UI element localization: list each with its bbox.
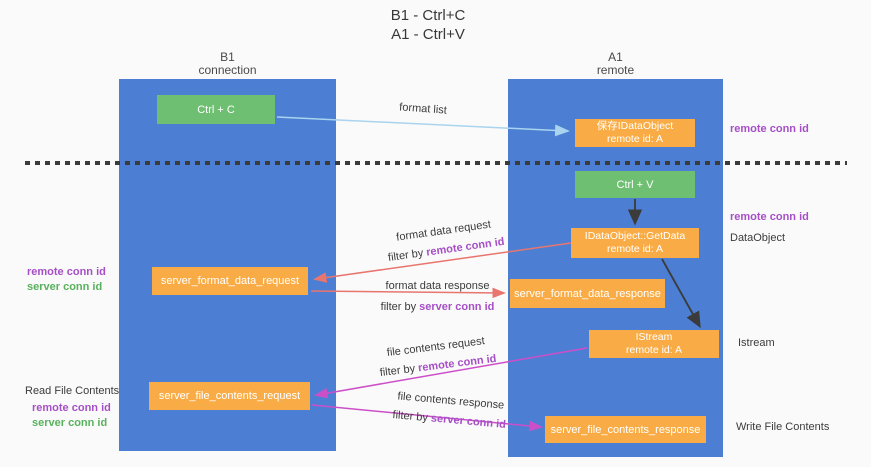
server-file-contents-response-node: server_file_contents_response bbox=[545, 416, 706, 443]
istream-remote-id: remote id: A bbox=[625, 344, 683, 356]
format-data-response-text: format data response bbox=[385, 280, 490, 292]
format-data-response-arrow bbox=[310, 287, 506, 299]
istream-title: IStream bbox=[635, 331, 673, 343]
save-idataobject-node: 保存IDataObject remote id: A bbox=[575, 119, 695, 147]
save-idataobject-remote-id: remote id: A bbox=[606, 133, 664, 145]
remote-conn-id-label-left-1: remote conn id bbox=[27, 266, 106, 278]
lane-header-a1: A1 remote bbox=[508, 51, 723, 77]
format-data-response-filter: filter by server conn id bbox=[355, 297, 520, 318]
remote-conn-id-label-top-right: remote conn id bbox=[730, 123, 809, 135]
filter-by-text: filter by bbox=[392, 409, 432, 425]
istream-node: IStream remote id: A bbox=[589, 330, 719, 358]
server-file-contents-request-node: server_file_contents_request bbox=[149, 382, 310, 410]
istream-side-label: Istream bbox=[738, 337, 775, 349]
filter-by-text: filter by bbox=[387, 246, 428, 265]
server-format-data-response-node: server_format_data_response bbox=[510, 279, 665, 308]
lane-b1-subtitle: connection bbox=[198, 63, 257, 77]
remote-conn-id-label-mid-right: remote conn id bbox=[730, 211, 809, 223]
server-conn-id-key: server conn id bbox=[419, 301, 495, 313]
lane-b1-name: B1 bbox=[220, 50, 235, 64]
server-conn-id-key: server conn id bbox=[430, 412, 507, 431]
server-conn-id-label-left-1: server conn id bbox=[27, 281, 103, 293]
title-line-2: A1 - Ctrl+V bbox=[391, 26, 465, 43]
title-line-1: B1 - Ctrl+C bbox=[390, 7, 466, 24]
getdata-remote-id: remote id: A bbox=[606, 243, 664, 255]
format-list-arrow bbox=[276, 116, 570, 137]
file-contents-request-arrow bbox=[314, 347, 588, 399]
remote-conn-id-label-left-2: remote conn id bbox=[32, 402, 111, 414]
server-format-data-request-node: server_format_data_request bbox=[152, 267, 308, 295]
save-idataobject-title: 保存IDataObject bbox=[596, 120, 674, 132]
lane-a1-name: A1 bbox=[608, 50, 623, 64]
dataobject-label: DataObject bbox=[730, 232, 786, 244]
getdata-node: IDataObject::GetData remote id: A bbox=[571, 228, 699, 258]
filter-by-text: filter by bbox=[379, 362, 419, 380]
ctrl-v-node: Ctrl + V bbox=[575, 171, 695, 198]
format-data-response-label: format data response filter by server co… bbox=[355, 276, 520, 318]
getdata-title: IDataObject::GetData bbox=[584, 230, 686, 242]
diagram-title: B1 - Ctrl+C A1 - Ctrl+V bbox=[278, 6, 578, 44]
format-data-request-arrow bbox=[313, 242, 572, 283]
lane-header-b1: B1 connection bbox=[119, 51, 336, 77]
ctrl-c-node: Ctrl + C bbox=[157, 95, 275, 124]
server-conn-id-label-left-2: server conn id bbox=[32, 417, 108, 429]
getdata-to-istream-arrow bbox=[661, 258, 701, 329]
read-file-contents-label: Read File Contents bbox=[25, 385, 120, 397]
file-contents-response-arrow bbox=[311, 404, 543, 432]
lane-a1-subtitle: remote bbox=[596, 63, 635, 77]
filter-by-text: filter by bbox=[380, 301, 420, 313]
write-file-contents-label: Write File Contents bbox=[736, 421, 830, 433]
